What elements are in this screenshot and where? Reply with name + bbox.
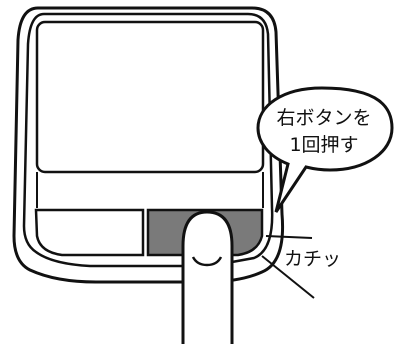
touch-surface[interactable] bbox=[35, 20, 265, 174]
click-sound-label: カチッ bbox=[284, 248, 341, 270]
callout-bubble: 右ボタンを 1回押す bbox=[256, 86, 394, 213]
finger-pressing-icon bbox=[181, 210, 234, 344]
left-button[interactable] bbox=[34, 208, 145, 257]
callout-line2: 1回押す bbox=[289, 134, 358, 156]
touchpad-bezel bbox=[22, 12, 274, 268]
click-motion-lines bbox=[261, 235, 315, 299]
callout-line1: 右ボタンを bbox=[276, 107, 371, 129]
